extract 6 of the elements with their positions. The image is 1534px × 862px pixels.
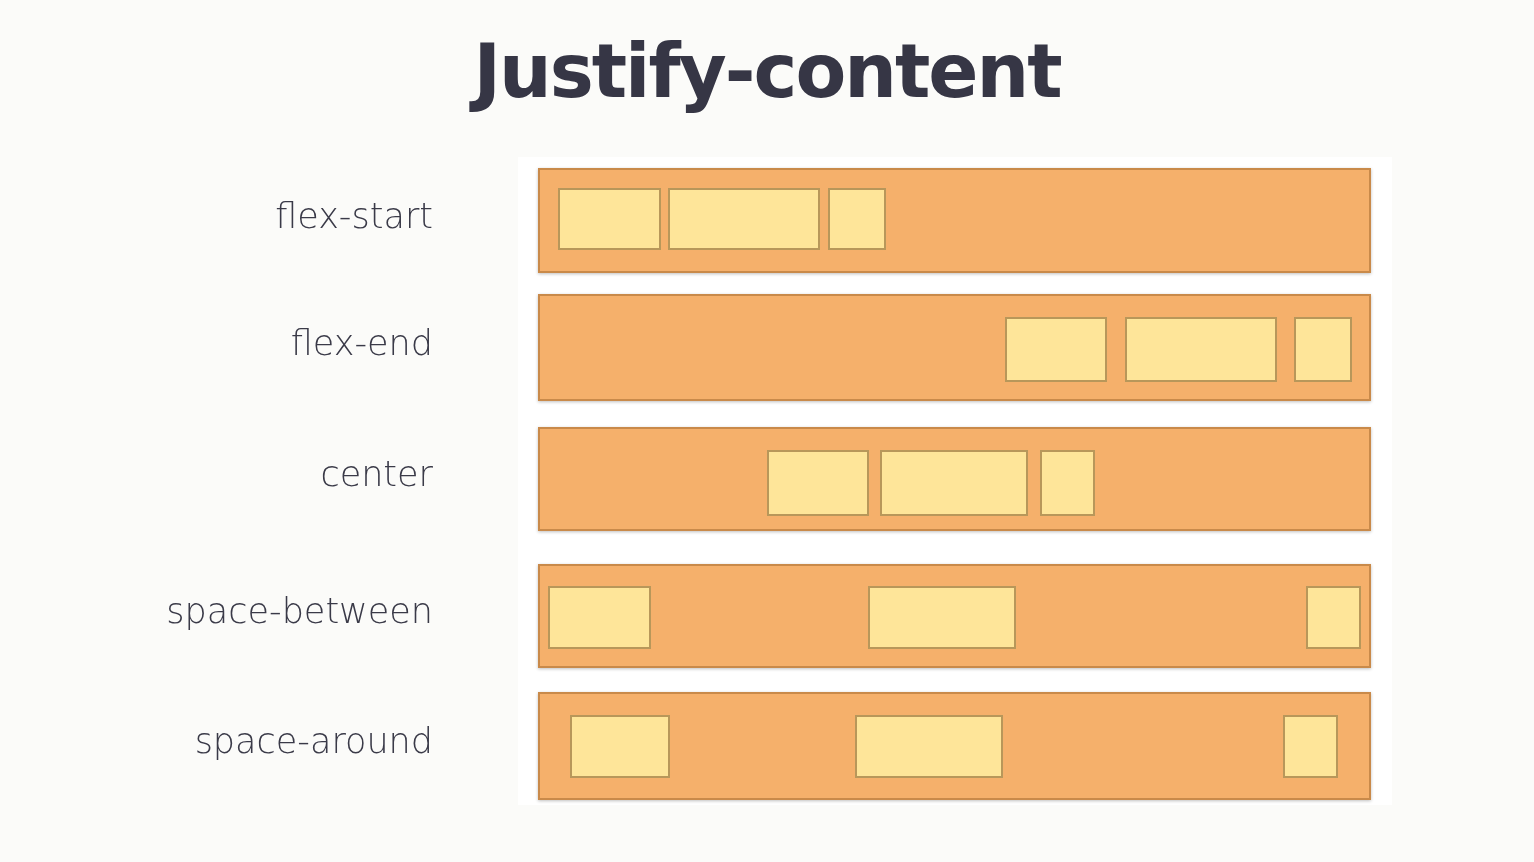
- title: Justify-content: [0, 28, 1534, 114]
- row-label: space-between: [166, 591, 433, 631]
- row-label: center: [320, 454, 433, 494]
- row-label: flex-end: [290, 322, 433, 363]
- row-label: space-around: [194, 721, 433, 761]
- row-label: flex-start: [275, 195, 433, 236]
